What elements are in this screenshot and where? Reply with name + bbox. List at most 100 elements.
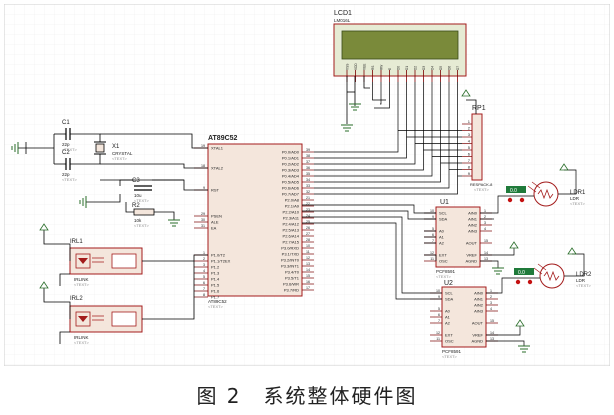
mcu-pin-number: 6	[203, 281, 205, 285]
irl1-ref-label: IRL1	[70, 239, 83, 245]
adc-pin-number: 4	[484, 227, 486, 231]
mcu-pin-name: P3.7/RD	[284, 288, 299, 293]
adc-pin-name: SCL	[445, 291, 454, 296]
mcu-pin-number: 9	[203, 186, 205, 190]
adc-pin-name: VREF	[472, 333, 483, 338]
mcu-pin-number: 24	[306, 214, 310, 218]
mcu-pin-name: P0.4/AD4	[282, 174, 300, 179]
lcd-pin-label: D1	[405, 66, 409, 70]
lcd-pin-label: D3	[422, 66, 426, 70]
mcu-pin-number: 31	[201, 224, 205, 228]
ldr1-inc-button[interactable]	[519, 197, 525, 203]
lcd-pin-label: D5	[439, 66, 443, 70]
mcu-pin-name: P0.5/AD5	[282, 180, 300, 185]
adc-pin-number: 1	[484, 209, 486, 213]
irl2-ref-label: IRL2	[70, 296, 83, 302]
mcu-pin-name: P0.6/AD6	[282, 186, 300, 191]
mcu-pin-name: P2.4/A12	[283, 222, 300, 227]
lcd-pin-label: RW	[380, 65, 384, 70]
mcu-pin-number: 17	[306, 286, 310, 290]
mcu-pin-name: P2.2/A10	[283, 210, 300, 215]
control-wire	[372, 82, 386, 101]
bus-wire	[314, 82, 441, 183]
adc-pin-name: EXT	[439, 253, 447, 258]
rp1-model-label: RESPACK-8	[470, 182, 493, 187]
mcu-pin-name: P1.7	[211, 295, 220, 300]
ldr1-level-display	[506, 186, 526, 193]
adc-pin-name: SDA	[445, 297, 454, 302]
ldr2-level-value: 0.0	[518, 270, 525, 276]
mcu-pin-number: 3	[203, 263, 205, 267]
u1-body	[435, 206, 481, 268]
c3-ref-label: C3	[132, 178, 140, 184]
mcu-pin-name: P3.5/T1	[285, 276, 300, 281]
bus-wire	[314, 82, 433, 177]
adc-wiring	[302, 169, 585, 346]
rp1-pin-number: 1	[468, 119, 471, 124]
ldr1-level-value: 0.0	[510, 188, 517, 194]
ground-icon	[341, 103, 361, 132]
mcu-pin-number: 2	[203, 257, 205, 261]
mcu-pin-name: P1.5	[211, 283, 220, 288]
adc-pin-name: AIN2	[468, 223, 478, 228]
mcu-body	[207, 143, 303, 297]
ldr1-ref-label: LDR1	[570, 190, 586, 196]
rp1-pin-number: 7	[468, 158, 471, 163]
rp1-pin-number: 8	[468, 165, 471, 170]
ldr2-inc-button[interactable]	[527, 279, 533, 285]
lcd-pin-label: D6	[448, 66, 452, 70]
mcu-pin-name: P0.2/AD2	[282, 162, 300, 167]
irl1-sub-label: <TEXT>	[74, 282, 90, 287]
mcu-pin-number: 15	[306, 274, 310, 278]
mcu-pin-number: 35	[306, 172, 310, 176]
mcu-pin-name: P3.2/INT0	[281, 258, 300, 263]
adc-pin-name: AIN0	[468, 211, 478, 216]
adc-pin-name: A2	[445, 321, 451, 326]
r2-sub-label: <TEXT>	[134, 223, 150, 228]
mcu-pin-number: 33	[306, 184, 310, 188]
figure-caption: 图 2 系统整体硬件图	[196, 384, 418, 408]
adc-pin-number: 6	[438, 313, 440, 317]
r2-value-label: 10k	[134, 218, 142, 223]
adc-pin-name: A1	[445, 315, 451, 320]
ldr2-dec-button[interactable]	[515, 279, 521, 285]
mcu-pin-number: 23	[306, 208, 310, 212]
mcu-pin-name: P1.0/T2	[211, 253, 226, 258]
rp1-sub-label: <TEXT>	[474, 187, 490, 192]
ldr1-dec-button[interactable]	[507, 197, 513, 203]
irl2-sub-label: <TEXT>	[74, 340, 90, 345]
adc-pin-name: AIN2	[474, 303, 484, 308]
lcd-pin-label: D7	[456, 66, 460, 70]
adc-pin-name: SCL	[439, 211, 448, 216]
mcu-ref-label: AT89C52	[208, 135, 238, 142]
bus-wire	[314, 82, 458, 195]
u1-sub-label: <TEXT>	[436, 274, 452, 279]
adc-pin-name: SDA	[439, 217, 448, 222]
mcu-pin-number: 16	[306, 280, 310, 284]
c2-ref-label: C2	[62, 150, 70, 156]
mcu-pin-number: 22	[306, 202, 310, 206]
c1-capacitor: C1 22p <TEXT>	[62, 120, 78, 152]
rp1-body	[471, 113, 483, 181]
c1-sub-label: <TEXT>	[62, 147, 78, 152]
adc-pin-name: AGND	[471, 339, 483, 344]
mcu-pin-number: 25	[306, 220, 310, 224]
bus-wire	[314, 82, 424, 171]
mcu-pin-number: 39	[306, 148, 310, 152]
lcd-pin-label: VDD	[354, 63, 358, 70]
mcu-pin-number: 37	[306, 160, 310, 164]
adc-pin-number: 13	[490, 337, 494, 341]
mcu-pin-number: 13	[306, 262, 310, 266]
adc-pin-name: OSC	[445, 339, 454, 344]
lcd-screen	[341, 30, 459, 60]
irl2-value-label: IRLINK	[74, 335, 89, 340]
adc-pin-name: OSC	[439, 259, 448, 264]
ground-icon	[492, 267, 530, 353]
mcu-pin-name: XTAL1	[211, 146, 224, 151]
mcu-pin-number: 28	[306, 238, 310, 242]
adc-pin-number: 6	[432, 233, 434, 237]
u2-model-label: PCF8591	[442, 349, 462, 354]
